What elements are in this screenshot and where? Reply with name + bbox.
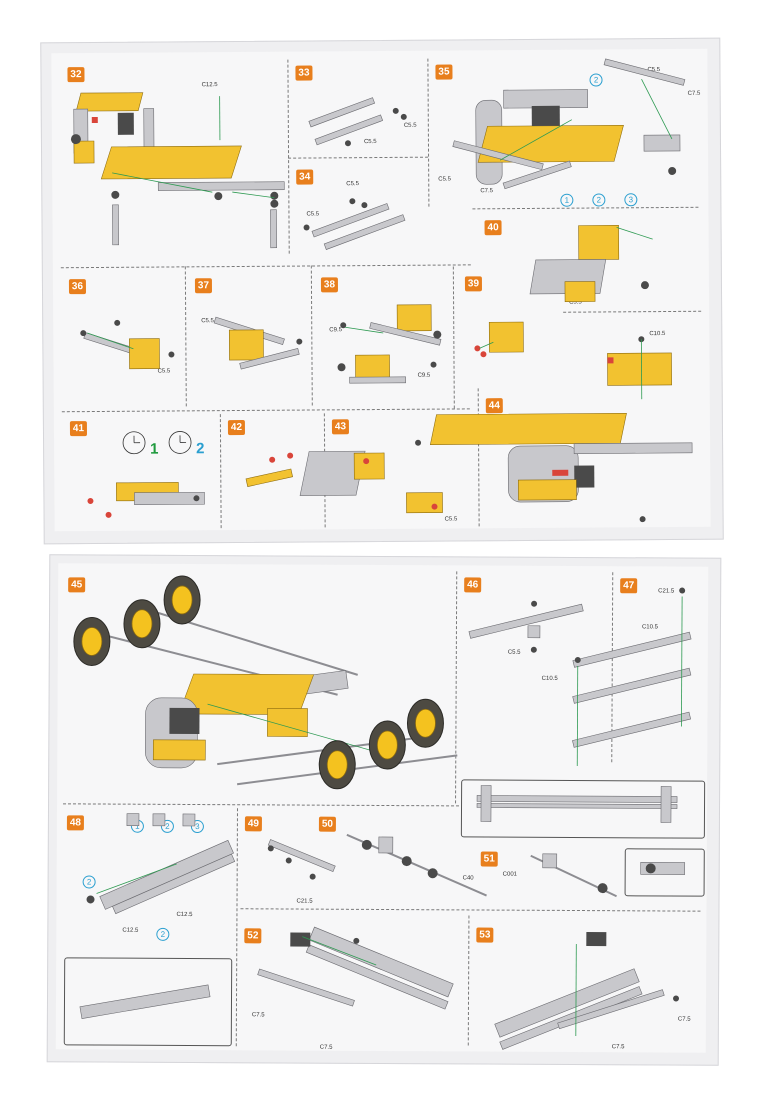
step-44-assembly (429, 336, 693, 523)
step-37-assembly (213, 316, 303, 370)
wheel (73, 616, 111, 666)
clock-icon (168, 431, 192, 454)
wheel (368, 720, 406, 770)
wheel (318, 740, 356, 790)
instruction-panel-top: 32 33 34 35 36 37 38 39 40 41 42 43 44 C… (51, 48, 711, 532)
step-46-assembly (468, 600, 584, 653)
step-47-assembly (476, 587, 692, 823)
step-40-assembly (529, 225, 653, 303)
clock-icon (122, 431, 146, 455)
wheel (123, 599, 161, 649)
assembly-illustrations-bottom (73, 575, 692, 1050)
instruction-sheet-bottom: 45 46 47 48 49 50 51 52 53 C5.5 C21.5 C1… (46, 554, 722, 1066)
step-48-assembly (79, 813, 236, 1019)
step-45-assembly (73, 575, 458, 790)
assembly-illustrations-top (70, 58, 693, 523)
step-35-assembly (452, 58, 686, 190)
step-43-assembly (299, 439, 443, 514)
step-51-assembly (530, 853, 686, 898)
step-34-assembly (303, 198, 406, 250)
step-33-assembly (308, 97, 407, 147)
step-36-assembly (80, 319, 175, 370)
wheel (163, 575, 201, 625)
step-53-assembly (494, 932, 680, 1050)
step-38-assembly (337, 304, 442, 384)
instruction-sheet-top: 32 33 34 35 36 37 38 39 40 41 42 43 44 C… (40, 37, 724, 545)
step-52-assembly (257, 926, 454, 1010)
step-42-assembly (245, 452, 294, 487)
step-41-assembly (87, 431, 205, 518)
step-39-assembly (474, 321, 524, 358)
step-32-assembly (70, 92, 285, 249)
wheel (406, 698, 444, 748)
instruction-panel-bottom: 45 46 47 48 49 50 51 52 53 C5.5 C21.5 C1… (55, 563, 709, 1053)
step-50-assembly (346, 833, 487, 897)
step-49-assembly (267, 839, 336, 880)
